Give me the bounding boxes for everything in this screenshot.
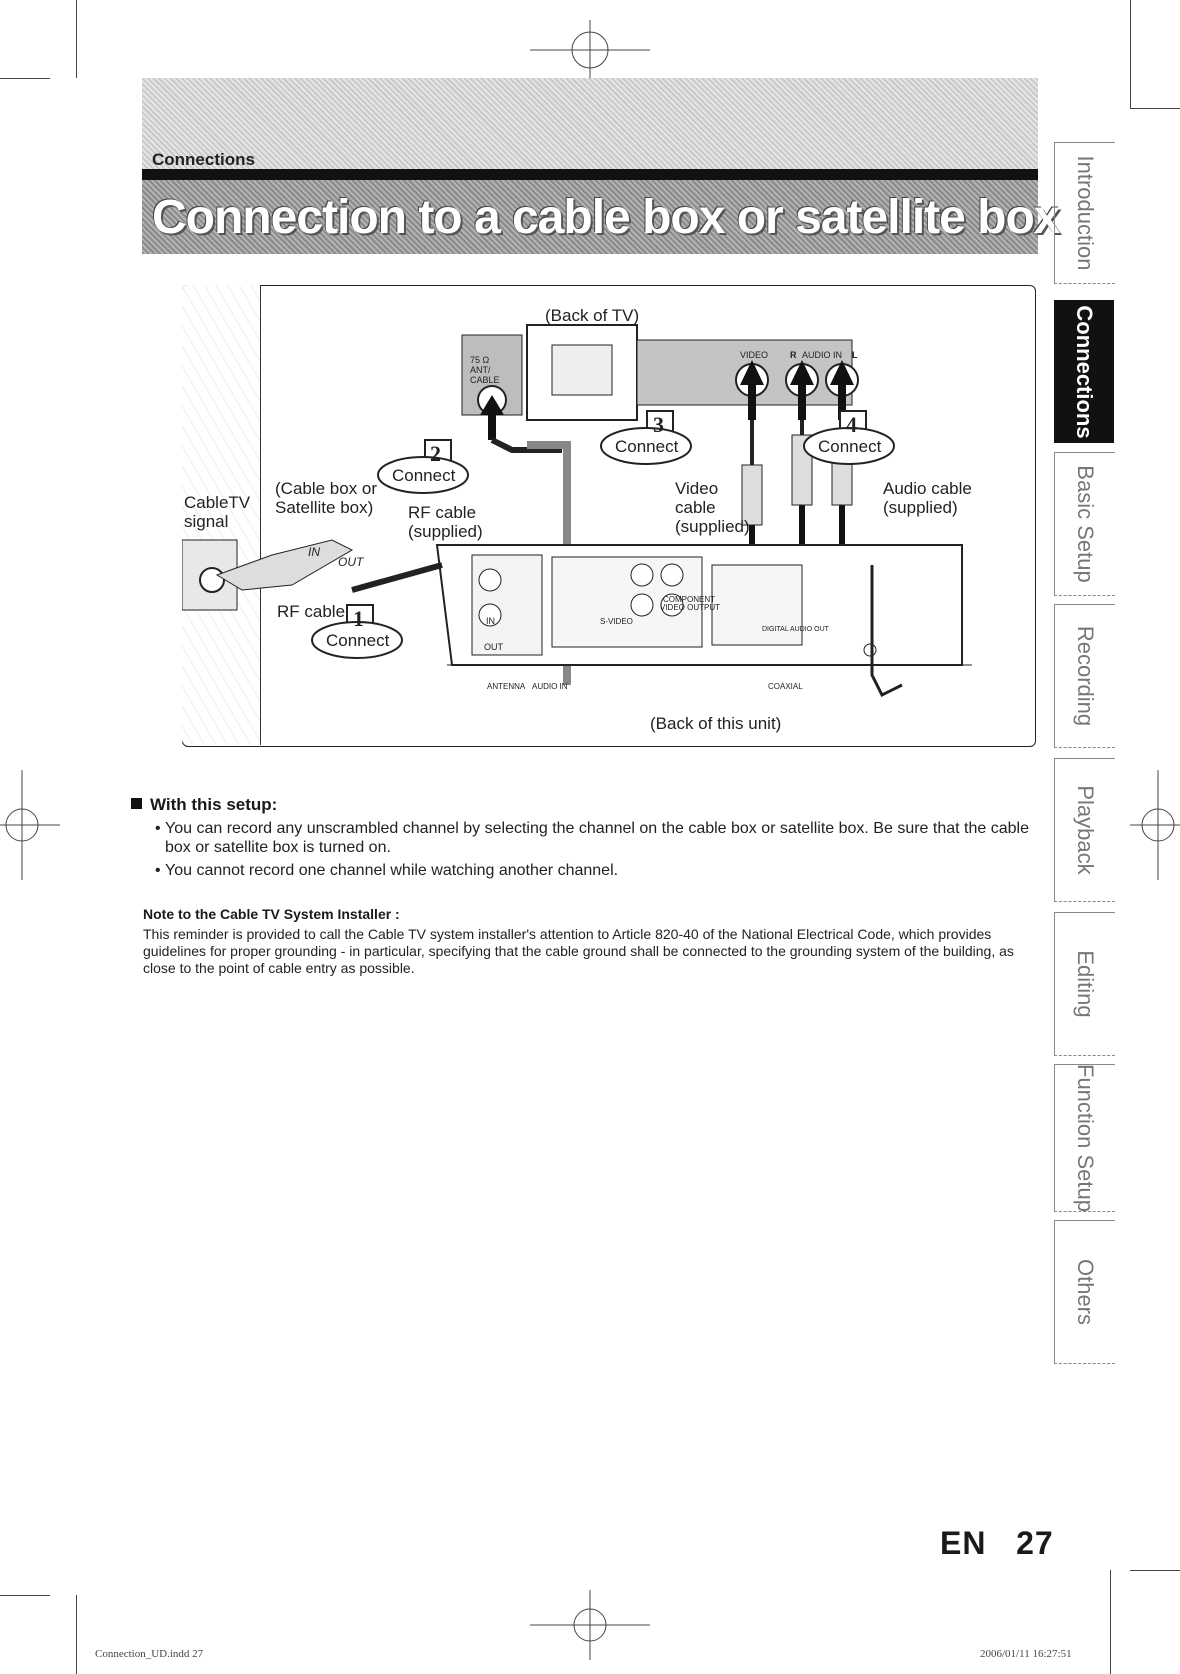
registration-mark [0, 770, 60, 880]
label-unit-out: OUT [484, 642, 503, 652]
tab-recording[interactable]: Recording [1054, 604, 1115, 748]
tab-label: Others [1073, 1258, 1098, 1326]
connect-label: Connect [392, 466, 456, 485]
tab-others[interactable]: Others [1054, 1220, 1115, 1364]
crop-mark [76, 0, 77, 78]
label-cable-box: (Cable box or Satellite box) [275, 479, 377, 517]
tab-label: Introduction [1073, 155, 1098, 271]
tab-connections[interactable]: Connections [1054, 300, 1114, 443]
crop-mark [1130, 0, 1131, 108]
bullet-text: You cannot record one channel while watc… [165, 862, 619, 879]
crop-mark [1130, 108, 1180, 109]
footer-filename: Connection_UD.indd 27 [95, 1648, 204, 1660]
tab-label: Playback [1073, 785, 1098, 875]
tab-label: Editing [1073, 950, 1098, 1018]
label-audio-cable: Audio cable (supplied) [883, 479, 972, 517]
note-body: This reminder is provided to call the Ca… [143, 926, 1014, 976]
footer-timestamp: 2006/01/11 16:27:51 [980, 1648, 1072, 1660]
bullet-dot-icon: • [155, 862, 161, 879]
setup-heading: With this setup: [131, 795, 277, 815]
section-label: Connections [152, 150, 255, 169]
label-unit-antenna: ANTENNA [487, 682, 526, 691]
tab-label: Connections [1072, 304, 1097, 439]
setup-bullet: •You cannot record one channel while wat… [155, 861, 1035, 880]
label-line: (supplied) [883, 498, 958, 517]
tab-basic-setup[interactable]: Basic Setup [1054, 452, 1115, 596]
bullet-square-icon [131, 798, 142, 809]
tab-label: Function Setup [1073, 1064, 1098, 1212]
bullet-text: You can record any unscrambled channel b… [165, 820, 1029, 856]
label-tv-r: R [790, 350, 797, 360]
label-back-of-unit: (Back of this unit) [650, 714, 782, 733]
tab-introduction[interactable]: Introduction [1054, 142, 1115, 284]
tab-editing[interactable]: Editing [1054, 912, 1115, 1056]
tab-playback[interactable]: Playback [1054, 758, 1115, 902]
wall-illustration [182, 285, 261, 745]
crop-mark [0, 1595, 50, 1596]
tab-function-setup[interactable]: Function Setup [1054, 1064, 1115, 1212]
connect-label: Connect [818, 437, 882, 456]
label-line: RF cable [408, 503, 477, 522]
label-box-out: OUT [338, 555, 364, 569]
crop-mark [1130, 1570, 1180, 1571]
header-rule [142, 169, 1038, 180]
label-tv-audio-in: AUDIO IN [802, 350, 843, 360]
registration-mark [530, 1590, 650, 1660]
step-number: 1 [353, 606, 364, 631]
tv-ant-line: 75 Ω [470, 355, 490, 365]
bullet-dot-icon: • [155, 820, 161, 837]
page-lang: EN [940, 1525, 987, 1561]
setup-heading-text: With this setup: [150, 795, 278, 814]
label-tv-ant: 75 Ω ANT/ CABLE [470, 355, 500, 385]
page-number: EN 27 [940, 1525, 1054, 1562]
tab-label: Recording [1073, 625, 1098, 727]
crop-mark [0, 78, 50, 79]
label-cable-tv-signal: CableTV signal [184, 493, 250, 531]
section-band [142, 78, 1038, 170]
step-number: 2 [430, 441, 441, 466]
label-video-cable: Video cable (supplied) [675, 479, 750, 536]
label-box-in: IN [308, 545, 320, 559]
tab-label: Basic Setup [1073, 465, 1098, 583]
label-line: Audio cable [883, 479, 972, 498]
label-line: cable [675, 498, 716, 517]
label-line: (supplied) [408, 522, 483, 541]
label-line: CableTV [184, 493, 251, 512]
label-unit-audio-in: AUDIO IN [532, 682, 568, 691]
title-band [142, 180, 1038, 254]
connect-label: Connect [326, 631, 390, 650]
label-tv-video: VIDEO [740, 350, 769, 360]
label-unit-component: COMPONENT [663, 595, 715, 604]
step-number: 3 [653, 412, 664, 437]
setup-bullet: •You can record any unscrambled channel … [155, 819, 1035, 857]
tv-ant-line: ANT/ [470, 365, 491, 375]
label-unit-in: IN [486, 616, 495, 626]
label-line: (supplied) [675, 517, 750, 536]
note-heading: Note to the Cable TV System Installer : [143, 906, 400, 922]
crop-mark [1110, 1570, 1111, 1674]
tv-ant-line: CABLE [470, 375, 500, 385]
label-unit-coaxial: COAXIAL [768, 682, 803, 691]
connect-label: Connect [615, 437, 679, 456]
crop-mark [76, 1595, 77, 1674]
label-line: Video [675, 479, 719, 498]
label-unit-s-video: S-VIDEO [600, 617, 633, 626]
label-line: signal [184, 512, 229, 531]
label-line: Satellite box) [275, 498, 374, 517]
label-tv-l: L [852, 350, 858, 360]
label-back-of-tv: (Back of TV) [545, 306, 640, 325]
page-title: Connection to a cable box or satellite b… [152, 191, 1060, 244]
diagram-artwork [182, 324, 972, 698]
label-rf-cable-supplied: RF cable (supplied) [408, 503, 483, 541]
label-unit-digital-audio-out: DIGITAL AUDIO OUT [762, 626, 829, 633]
step-number: 4 [846, 412, 857, 437]
page-number-value: 27 [1016, 1525, 1054, 1561]
registration-mark [1130, 770, 1180, 880]
label-rf-cable: RF cable [277, 602, 346, 621]
label-unit-video-output: VIDEO OUTPUT [660, 603, 721, 612]
label-line: (Cable box or [275, 479, 378, 498]
